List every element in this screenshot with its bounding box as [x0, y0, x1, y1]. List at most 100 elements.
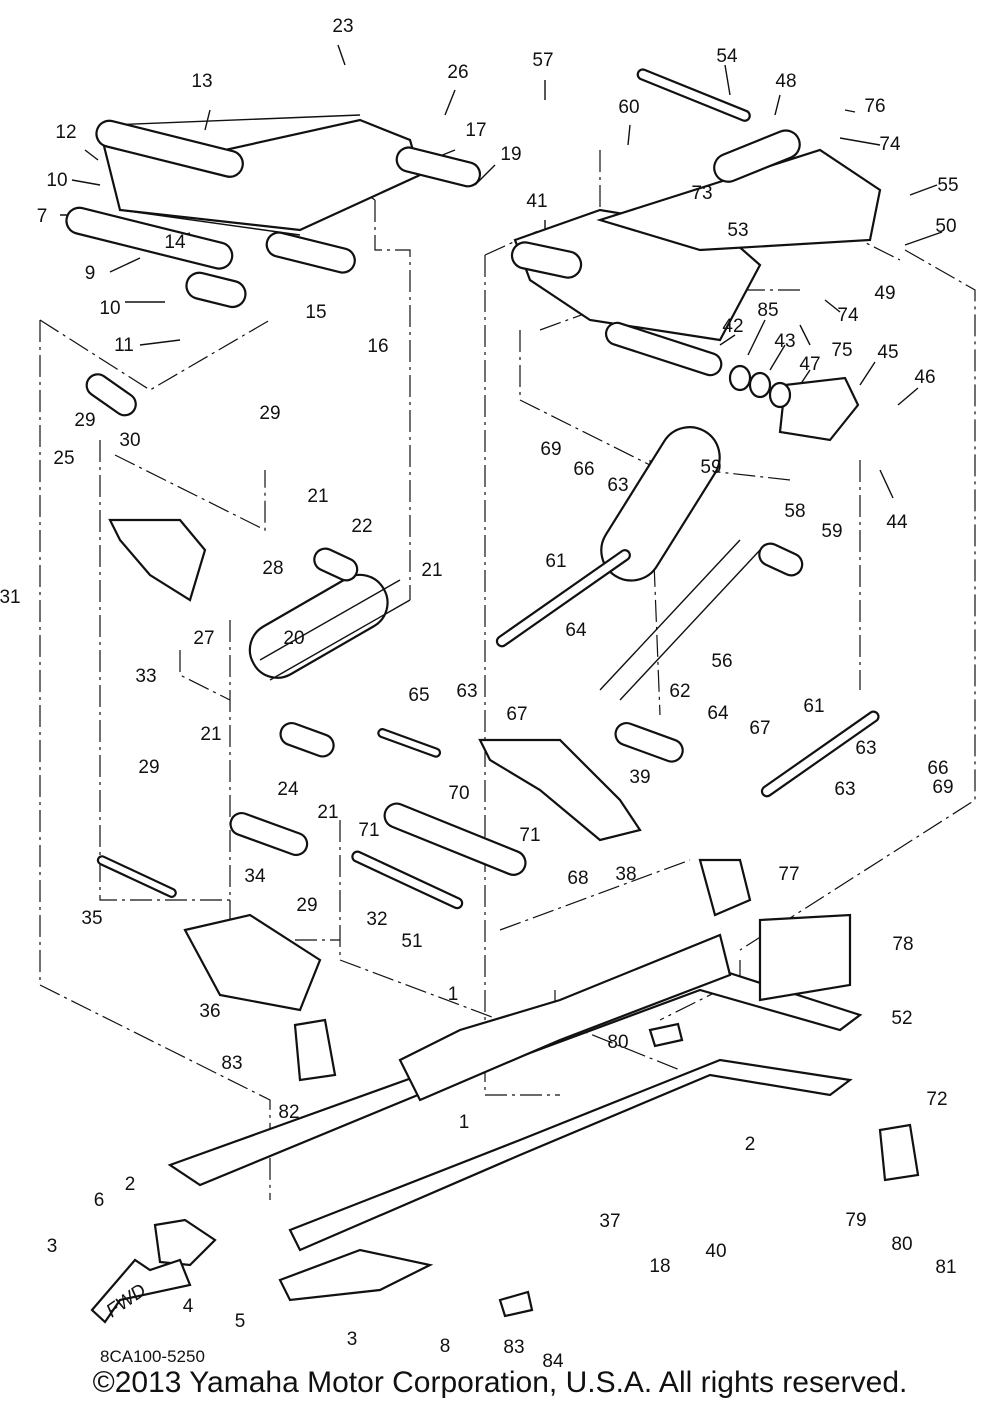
callout-24: 24 [277, 779, 299, 800]
callout-82: 82 [278, 1102, 299, 1123]
callout-1: 1 [448, 984, 459, 1005]
callout-9: 9 [85, 263, 96, 284]
callout-66-2: 66 [927, 758, 948, 779]
callout-38: 38 [615, 864, 636, 885]
callout-2-2: 2 [745, 1134, 756, 1155]
callout-78: 78 [892, 934, 913, 955]
callout-65: 65 [408, 685, 429, 706]
callout-71-2: 71 [519, 825, 540, 846]
upper-front-arm [65, 114, 482, 309]
callout-81: 81 [935, 1257, 956, 1278]
callout-54: 54 [716, 46, 738, 67]
callout-59-2: 59 [821, 521, 842, 542]
callout-5: 5 [235, 1311, 246, 1332]
callout-1-2: 1 [459, 1112, 470, 1133]
callout-33: 33 [135, 666, 156, 687]
callout-64: 64 [565, 620, 587, 641]
callout-20: 20 [283, 628, 304, 649]
callout-2: 2 [125, 1174, 136, 1195]
callout-62: 62 [669, 681, 690, 702]
callout-48: 48 [775, 71, 796, 92]
callout-83-2: 83 [503, 1337, 524, 1358]
callout-51: 51 [401, 931, 422, 952]
callout-31: 31 [0, 587, 21, 608]
callout-69-2: 69 [932, 777, 953, 798]
callout-84: 84 [542, 1351, 564, 1372]
callout-44: 44 [886, 512, 908, 533]
callout-34: 34 [244, 866, 266, 887]
callout-58: 58 [784, 501, 805, 522]
callout-23: 23 [332, 16, 353, 37]
callout-21-3: 21 [200, 724, 221, 745]
callout-69: 69 [540, 439, 561, 460]
callout-21: 21 [307, 486, 328, 507]
callout-labels: 1122334567891010111213141516171819202121… [0, 16, 959, 1372]
callout-63-2: 63 [456, 681, 477, 702]
callout-77: 77 [778, 864, 799, 885]
callout-37: 37 [599, 1211, 620, 1232]
callout-63-4: 63 [834, 779, 855, 800]
callout-63-3: 63 [855, 738, 876, 759]
callout-68: 68 [567, 868, 588, 889]
callout-57: 57 [532, 50, 553, 71]
copyright-notice: ©2013 Yamaha Motor Corporation, U.S.A. A… [92, 1366, 908, 1399]
callout-25: 25 [53, 448, 74, 469]
callout-41: 41 [526, 191, 547, 212]
callout-29: 29 [74, 410, 95, 431]
callout-35: 35 [81, 908, 102, 929]
callout-30: 30 [119, 430, 140, 451]
callout-66: 66 [573, 459, 594, 480]
callout-83: 83 [221, 1053, 242, 1074]
callout-32: 32 [366, 909, 387, 930]
callout-10: 10 [46, 170, 67, 191]
callout-60: 60 [618, 97, 639, 118]
callout-70: 70 [448, 783, 469, 804]
drawing-code: 8CA100-5250 [100, 1347, 205, 1366]
callout-3: 3 [47, 1236, 58, 1257]
callout-11: 11 [114, 335, 134, 356]
callout-21-2: 21 [421, 560, 442, 581]
callout-3-2: 3 [347, 1329, 358, 1350]
callout-61: 61 [545, 551, 566, 572]
callout-64-2: 64 [707, 703, 729, 724]
slide-rails [90, 858, 920, 1324]
front-shock [248, 573, 411, 681]
callout-56: 56 [711, 651, 732, 672]
callout-73: 73 [691, 183, 712, 204]
callout-29-4: 29 [296, 895, 317, 916]
callout-29-3: 29 [138, 757, 159, 778]
callout-52: 52 [891, 1008, 912, 1029]
callout-21-4: 21 [317, 802, 338, 823]
callout-6: 6 [94, 1190, 105, 1211]
callout-75: 75 [831, 340, 852, 361]
upper-rear-arm [510, 68, 882, 442]
callout-10-2: 10 [99, 298, 120, 319]
callout-67-2: 67 [749, 718, 770, 739]
callout-76: 76 [864, 96, 885, 117]
callout-45: 45 [877, 342, 898, 363]
callout-47: 47 [799, 354, 820, 375]
callout-63: 63 [607, 475, 628, 496]
callout-79: 79 [845, 1210, 866, 1231]
callout-50: 50 [935, 216, 956, 237]
callout-7: 7 [37, 206, 48, 227]
callout-27: 27 [193, 628, 214, 649]
callout-49: 49 [874, 283, 895, 304]
callout-14: 14 [164, 232, 186, 253]
callout-19: 19 [500, 144, 521, 165]
callout-74: 74 [879, 134, 901, 155]
callout-55: 55 [937, 175, 958, 196]
callout-40: 40 [705, 1241, 726, 1262]
callout-53: 53 [727, 220, 748, 241]
callout-13: 13 [191, 71, 212, 92]
callout-26: 26 [447, 62, 468, 83]
callout-42: 42 [722, 316, 743, 337]
links-and-shafts [85, 373, 880, 1012]
callout-74-2: 74 [837, 305, 859, 326]
callout-28: 28 [262, 558, 283, 579]
callout-71: 71 [358, 820, 379, 841]
callout-18: 18 [649, 1256, 670, 1277]
callout-12: 12 [55, 122, 76, 143]
callout-36: 36 [199, 1001, 220, 1022]
